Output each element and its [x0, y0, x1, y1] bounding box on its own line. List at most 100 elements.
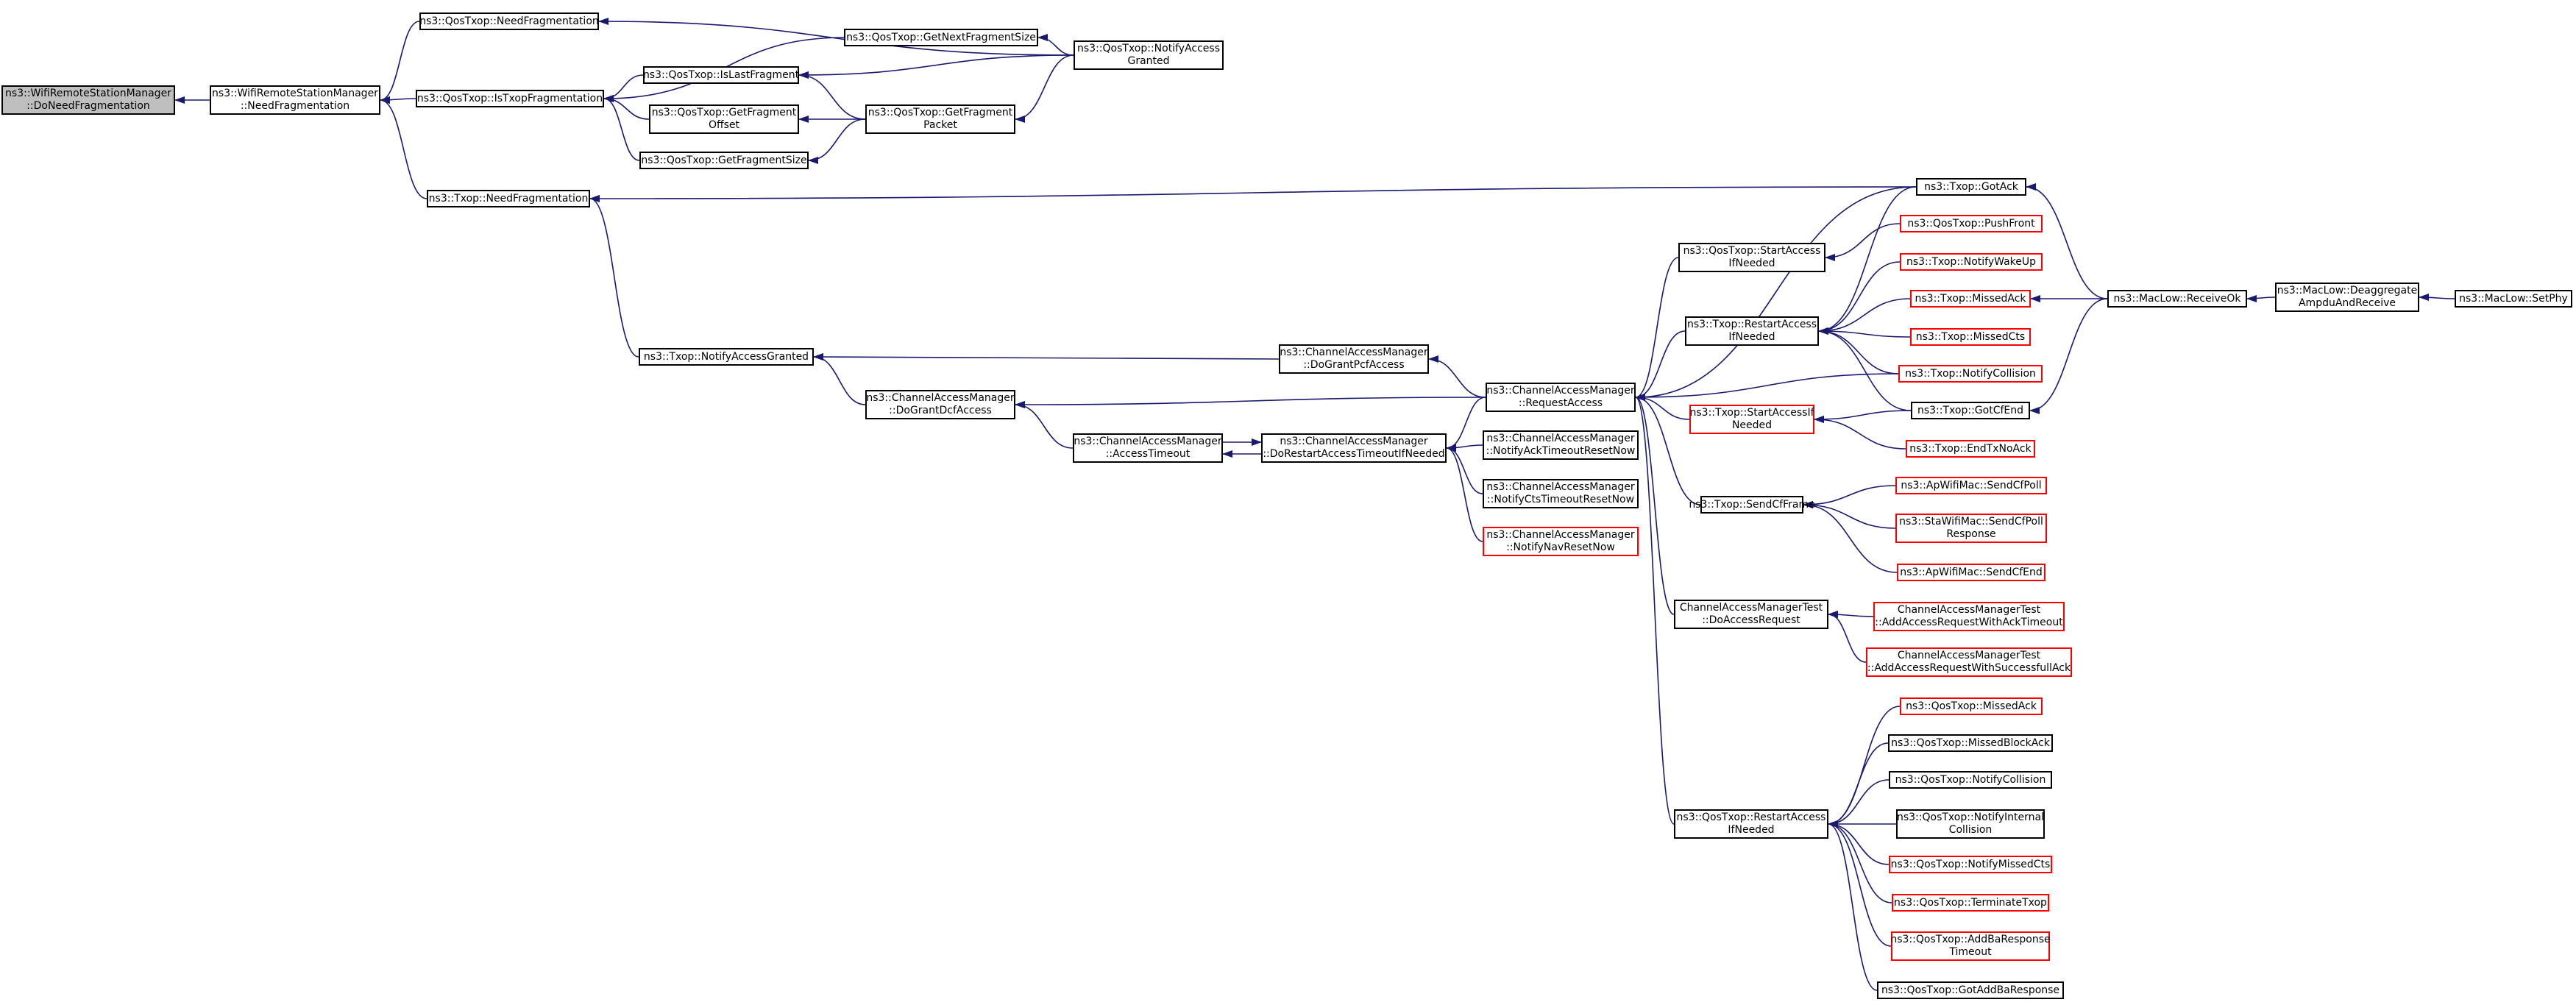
node-ns3-maclow-receiveok[interactable]: ns3::MacLow::ReceiveOk: [2107, 290, 2247, 308]
node-ns3-channelaccessmanager-dograntdcfaccess[interactable]: ns3::ChannelAccessManager::DoGrantDcfAcc…: [865, 390, 1015, 419]
node-ns3-channelaccessmanager-notifyctstimeoutresetnow[interactable]: ns3::ChannelAccessManager::NotifyCtsTime…: [1483, 479, 1639, 508]
edge-tx_ma-to-tx_raifn: [1818, 298, 1911, 335]
edge-ml_dar-to-ml_rok: [2246, 294, 2276, 302]
node-label-line: IfNeeded: [1728, 331, 1775, 343]
node-ns3-txop-gotcfend[interactable]: ns3::Txop::GotCfEnd: [1911, 402, 2030, 419]
node-ns3-channelaccessmanager-notifyacktimeoutresetnow[interactable]: ns3::ChannelAccessManager::NotifyAckTime…: [1483, 430, 1639, 460]
node-ns3-qostxop-getnextfragmentsize[interactable]: ns3::QosTxop::GetNextFragmentSize: [844, 29, 1038, 46]
node-label-line: ns3::ChannelAccessManager: [1074, 436, 1222, 447]
node-label-line: ns3::QosTxop::GotAddBaResponse: [1881, 984, 2060, 996]
edge-qt_itf-to-wrsm_nf: [380, 96, 416, 104]
node-label-line: ::DoGrantDcfAccess: [889, 405, 992, 416]
node-label-line: ns3::QosTxop::NotifyAccess: [1077, 43, 1220, 54]
node-ns3-qostxop-gotaddbaresponse[interactable]: ns3::QosTxop::GotAddBaResponse: [1877, 981, 2064, 999]
node-label-line: ChannelAccessManagerTest: [1679, 602, 1823, 614]
node-ns3-channelaccessmanager-dograntpcfaccess[interactable]: ns3::ChannelAccessManager::DoGrantPcfAcc…: [1279, 344, 1429, 374]
node-ns3-qostxop-needfragmentation[interactable]: ns3::QosTxop::NeedFragmentation: [419, 13, 599, 30]
node-ns3-txop-sendcfframe[interactable]: ns3::Txop::SendCfFrame: [1689, 496, 1815, 514]
node-label-line: ns3::ChannelAccessManager: [1486, 481, 1635, 493]
edge-qt_nf-to-wrsm_nf: [380, 21, 420, 104]
node-ns3-txop-missedack[interactable]: ns3::Txop::MissedAck: [1910, 290, 2031, 308]
node-ns3-qostxop-notifymissedcts[interactable]: ns3::QosTxop::NotifyMissedCts: [1889, 856, 2052, 873]
node-label-line: IfNeeded: [1728, 258, 1775, 269]
node-ns3-wifiremotestationmanager-needfragmentation[interactable]: ns3::WifiRemoteStationManager::NeedFragm…: [210, 85, 380, 115]
node-ns3-txop-notifyaccessgranted[interactable]: ns3::Txop::NotifyAccessGranted: [639, 348, 814, 366]
node-label-line: ns3::QosTxop::MissedAck: [1906, 700, 2037, 712]
node-label-line: ns3::ChannelAccessManager: [1486, 385, 1635, 397]
edge-camt_asa-to-camt_dar: [1828, 611, 1867, 663]
edge-cam_at-to-cam_dgda: [1015, 401, 1074, 449]
node-label-line: ns3::WifiRemoteStationManager: [212, 88, 378, 99]
edge-ml_rok-to-tx_ga: [2026, 183, 2108, 299]
node-ns3-txop-endtxnoack[interactable]: ns3::Txop::EndTxNoAck: [1906, 440, 2035, 458]
node-label-line: ns3::Txop::GotCfEnd: [1917, 404, 2023, 416]
node-ns3-qostxop-missedack[interactable]: ns3::QosTxop::MissedAck: [1900, 697, 2043, 715]
node-label-line: ns3::QosTxop::IsLastFragment: [642, 68, 800, 81]
edge-qt_nag-to-qt_gfp: [1015, 54, 1074, 123]
edge-cam_ra-to-cam_dgpa: [1428, 355, 1486, 398]
node-ns3-apwifimac-sendcfpoll[interactable]: ns3::ApWifiMac::SendCfPoll: [1895, 477, 2047, 494]
edge-tx_ga-to-tx_nf: [589, 186, 1917, 202]
edge-tx_nf-to-wrsm_nf: [380, 96, 427, 199]
node-ns3-qostxop-missedblockack[interactable]: ns3::QosTxop::MissedBlockAck: [1888, 734, 2053, 752]
node-label-line: ns3::QosTxop::AddBaResponse: [1890, 934, 2051, 945]
node-label-line: ns3::QosTxop::GetFragmentSize: [641, 154, 807, 166]
node-label-line: ns3::Txop::RestartAccess: [1686, 319, 1817, 330]
node-label-line: Needed: [1731, 419, 1773, 431]
node-label-line: ns3::QosTxop::IsTxopFragmentation: [416, 92, 603, 104]
node-ns3-channelaccessmanager-dorestartaccesstimeoutifneeded[interactable]: ns3::ChannelAccessManager::DoRestartAcce…: [1261, 433, 1447, 463]
node-ns3-txop-notifycollision[interactable]: ns3::Txop::NotifyCollision: [1898, 365, 2043, 383]
node-label-line: ns3::ApWifiMac::SendCfPoll: [1901, 479, 2042, 491]
node-ns3-channelaccessmanager-requestaccess[interactable]: ns3::ChannelAccessManager::RequestAccess: [1486, 383, 1636, 412]
edge-cam_dgpa-to-tx_nag: [813, 353, 1280, 361]
node-ns3-qostxop-getfragmentsize[interactable]: ns3::QosTxop::GetFragmentSize: [639, 152, 809, 169]
edge-qt_mba-to-qt_raifn: [1828, 742, 1889, 828]
edge-ml_sp-to-ml_dar: [2419, 294, 2455, 302]
node-ns3-qostxop-pushfront[interactable]: ns3::QosTxop::PushFront: [1900, 215, 2043, 232]
node-ns3-maclow-setphy[interactable]: ns3::MacLow::SetPhy: [2455, 290, 2572, 308]
node-ns3-qostxop-terminatetxop[interactable]: ns3::QosTxop::TerminateTxop: [1892, 894, 2049, 912]
node-ns3-txop-missedcts[interactable]: ns3::Txop::MissedCts: [1910, 328, 2031, 346]
node-label-line: Collision: [1948, 824, 1993, 836]
edge-cam_nctrn-to-cam_drat: [1446, 444, 1483, 494]
node-label-line: ns3::QosTxop::PushFront: [1907, 217, 2035, 230]
node-ns3-txop-notifywakeup[interactable]: ns3::Txop::NotifyWakeUp: [1900, 253, 2043, 271]
node-ns3-txop-gotack[interactable]: ns3::Txop::GotAck: [1916, 178, 2026, 196]
node-ns3-channelaccessmanager-notifynavresetnow[interactable]: ns3::ChannelAccessManager::NotifyNavRese…: [1483, 527, 1639, 556]
node-label-line: ::DoNeedFragmentation: [26, 100, 150, 112]
edge-cam_ra-to-cam_dgda: [1015, 397, 1486, 408]
edge-qt_ma-to-qt_raifn: [1828, 706, 1901, 828]
node-label-line: AmpduAndReceive: [2298, 297, 2396, 309]
node-ns3-txop-needfragmentation[interactable]: ns3::Txop::NeedFragmentation: [427, 190, 590, 207]
node-label-line: ns3::QosTxop::GetNextFragmentSize: [846, 31, 1036, 43]
node-label-line: Packet: [923, 119, 957, 131]
node-ns3-channelaccessmanager-accesstimeout[interactable]: ns3::ChannelAccessManager::AccessTimeout: [1073, 433, 1223, 463]
node-channelaccessmanagertest-doaccessrequest[interactable]: ChannelAccessManagerTest::DoAccessReques…: [1674, 600, 1828, 629]
node-label-line: ::NotifyAckTimeoutResetNow: [1486, 445, 1636, 457]
node-label-line: ns3::Txop::StartAccessIf: [1689, 407, 1814, 419]
node-ns3-qostxop-istxopfragmentation[interactable]: ns3::QosTxop::IsTxopFragmentation: [416, 90, 604, 107]
node-ns3-apwifimac-sendcfend[interactable]: ns3::ApWifiMac::SendCfEnd: [1897, 564, 2045, 581]
edge-qt_nc-to-qt_raifn: [1828, 779, 1890, 828]
node-label-line: ns3::Txop::MissedCts: [1915, 330, 2026, 343]
node-channelaccessmanagertest-addaccessrequestwithsuccessfullack[interactable]: ChannelAccessManagerTest::AddAccessReque…: [1866, 647, 2072, 677]
node-label-line: ns3::ApWifiMac::SendCfEnd: [1900, 566, 2043, 578]
node-label-line: IfNeeded: [1728, 824, 1775, 836]
node-channelaccessmanagertest-addaccessrequestwithacktimeout[interactable]: ChannelAccessManagerTest::AddAccessReque…: [1873, 602, 2065, 631]
edge-qt_abrt-to-qt_raifn: [1828, 820, 1892, 947]
edge-qt_tt-to-qt_raifn: [1828, 820, 1892, 903]
node-ns3-qostxop-notifycollision[interactable]: ns3::QosTxop::NotifyCollision: [1889, 771, 2052, 789]
node-ns3-qostxop-islastfragment[interactable]: ns3::QosTxop::IsLastFragment: [643, 66, 799, 84]
